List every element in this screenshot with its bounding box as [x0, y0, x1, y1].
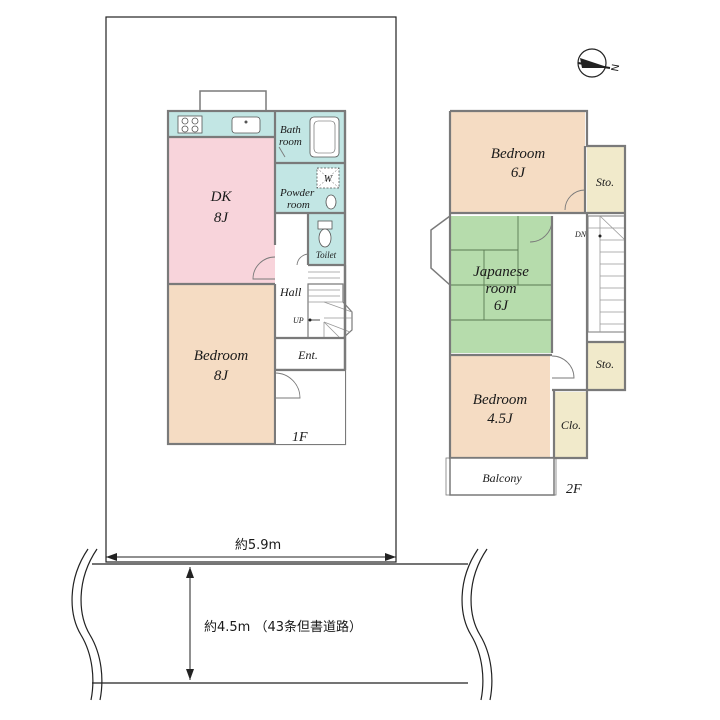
- floor-1f-label: 1F: [292, 430, 308, 445]
- bedroom-45j-area: [450, 356, 550, 458]
- washer-label: W: [324, 174, 334, 185]
- storage-top-label: Sto.: [596, 175, 614, 189]
- closet-area: [554, 392, 587, 458]
- bathtub-icon: [309, 116, 340, 158]
- balcony-area: [449, 457, 555, 496]
- bedroom-8j-area: [168, 284, 275, 444]
- hall-label: Hall: [279, 285, 302, 299]
- site-width-dimension: 約5.9m: [106, 538, 396, 561]
- site-boundary: [105, 16, 397, 563]
- dk-area: [168, 137, 275, 284]
- first-floor-plan: W UP: [166, 90, 353, 446]
- floor-2f-label: 2F: [566, 482, 582, 497]
- storage-mid-area: [587, 342, 625, 390]
- first-floor-stairs: UP: [293, 271, 353, 339]
- storage-top-area: [587, 146, 625, 212]
- stairs-down-label: DN: [574, 230, 587, 239]
- storage-mid-label: Sto.: [596, 357, 614, 371]
- tatami-lines: [450, 216, 552, 321]
- balcony-label: Balcony: [482, 471, 522, 485]
- stove-icon: [177, 115, 203, 134]
- entrance-label: Ent.: [297, 348, 318, 362]
- road: 約4.5m （43条但書道路）: [71, 548, 493, 701]
- closet-label: Clo.: [561, 418, 581, 432]
- compass-north-label: N: [610, 63, 622, 72]
- japanese-room-area: [450, 216, 552, 353]
- first-floor-doors: [252, 146, 309, 399]
- toilet-tank-icon: [317, 220, 333, 230]
- kitchen-bay-window: [199, 90, 267, 112]
- bay-window-2f: [430, 214, 451, 287]
- stairs-up-label: UP: [293, 316, 304, 325]
- compass-icon: N: [577, 48, 622, 78]
- site-width-label: 約5.9m: [235, 538, 281, 553]
- toilet-label: Toilet: [316, 250, 337, 260]
- bedroom-6j-area: [450, 111, 585, 213]
- toilet-bowl-icon: [318, 228, 332, 248]
- road-width-label: 約4.5m （43条但書道路）: [204, 619, 362, 635]
- basin-icon: [325, 194, 337, 210]
- second-floor-doors: [529, 189, 586, 379]
- sink-icon: [231, 116, 261, 134]
- second-floor-stairs: DN: [574, 215, 626, 333]
